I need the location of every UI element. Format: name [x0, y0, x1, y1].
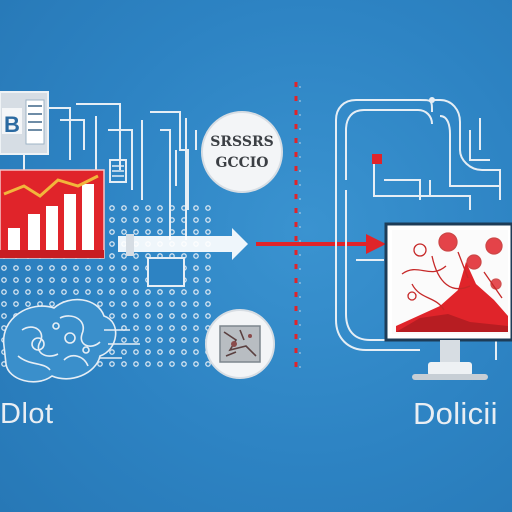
bubble-text: SRSSRS GCCIO: [208, 132, 276, 174]
document-tile-icon: [0, 91, 49, 168]
chip-icon: [109, 159, 127, 183]
red-node: [372, 154, 382, 164]
circuit-frame: [335, 99, 501, 360]
right-arrow-icon: [118, 228, 248, 287]
bubble-line-1: SRSSRS: [210, 134, 274, 150]
dashed-divider: [294, 82, 301, 370]
red-arrow-icon: [256, 234, 386, 254]
monitor-icon: [384, 222, 512, 380]
circuit-node: [429, 97, 435, 103]
left-label: Dlot: [0, 398, 54, 430]
document-tile-glyph: B: [4, 112, 20, 137]
brain-circuit-icon: [2, 298, 140, 383]
text-bubble: [201, 111, 283, 193]
bar-chart-icon: [0, 169, 105, 259]
chip-image-bubble: [205, 309, 275, 379]
bubble-line-2: GCCIO: [215, 155, 269, 171]
right-label: Dolicii: [413, 396, 498, 431]
